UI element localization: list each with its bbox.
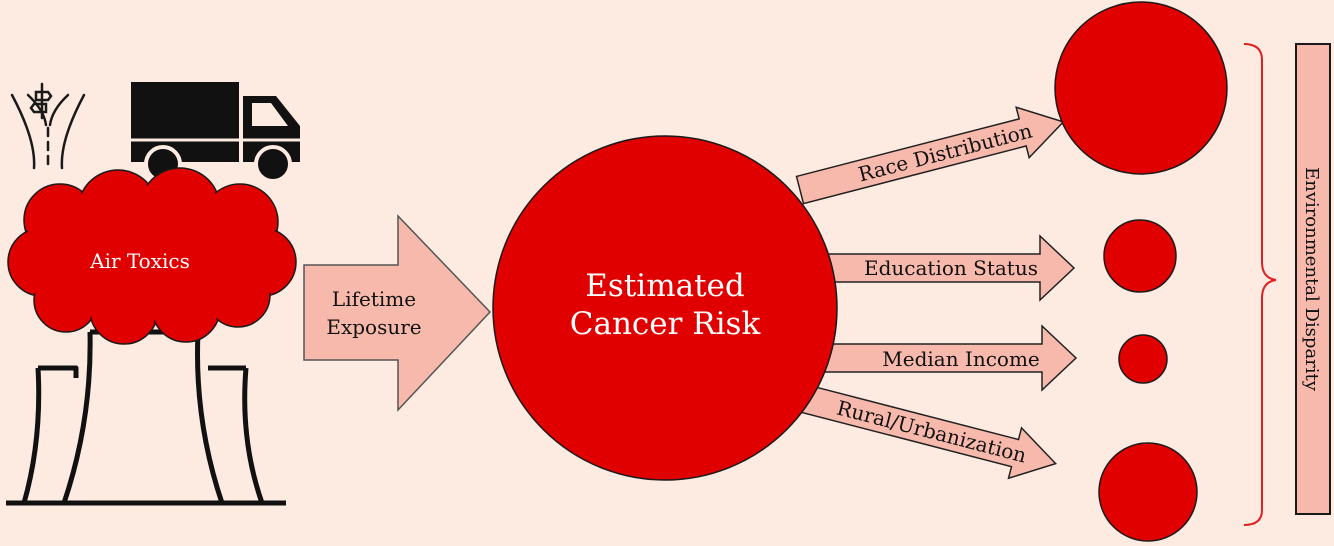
factor-arrow-rural: Rural/Urbanization — [797, 383, 1058, 480]
factor-arrow-education: Education Status — [799, 234, 1076, 302]
outcome-circle-income — [1118, 334, 1168, 384]
outcome-circle-education — [1103, 219, 1177, 293]
factor-label-income: Median Income — [882, 347, 1040, 371]
factor-label-education: Education Status — [864, 256, 1038, 280]
environmental-disparity-label: Environmental Disparity — [1301, 167, 1322, 392]
lifetime-exposure-arrow: Lifetime Exposure — [303, 214, 492, 412]
factor-arrow-income: Median Income — [799, 324, 1078, 392]
factor-label-race: Race Distribution — [856, 118, 1035, 186]
road-icon — [10, 82, 86, 170]
air-toxics-label: Air Toxics — [89, 249, 190, 273]
truck-icon — [131, 82, 300, 183]
lifetime-exposure-line2: Exposure — [326, 315, 421, 339]
factor-arrow-race: Race Distribution — [795, 106, 1065, 205]
risk-label-line2: Cancer Risk — [570, 306, 761, 342]
estimated-cancer-risk-circle: Estimated Cancer Risk — [492, 135, 838, 481]
lifetime-exposure-line1: Lifetime — [332, 287, 416, 311]
power-plant-icon — [6, 329, 286, 506]
outcome-circle-race — [1054, 1, 1228, 175]
factor-label-rural: Rural/Urbanization — [834, 396, 1029, 468]
environmental-disparity-box: Environmental Disparity — [1295, 43, 1331, 515]
outcome-circle-rural — [1098, 442, 1198, 542]
risk-label-line1: Estimated — [585, 268, 744, 304]
disparity-bracket — [1243, 43, 1277, 526]
air-toxics-cloud: Air Toxics — [7, 167, 297, 345]
